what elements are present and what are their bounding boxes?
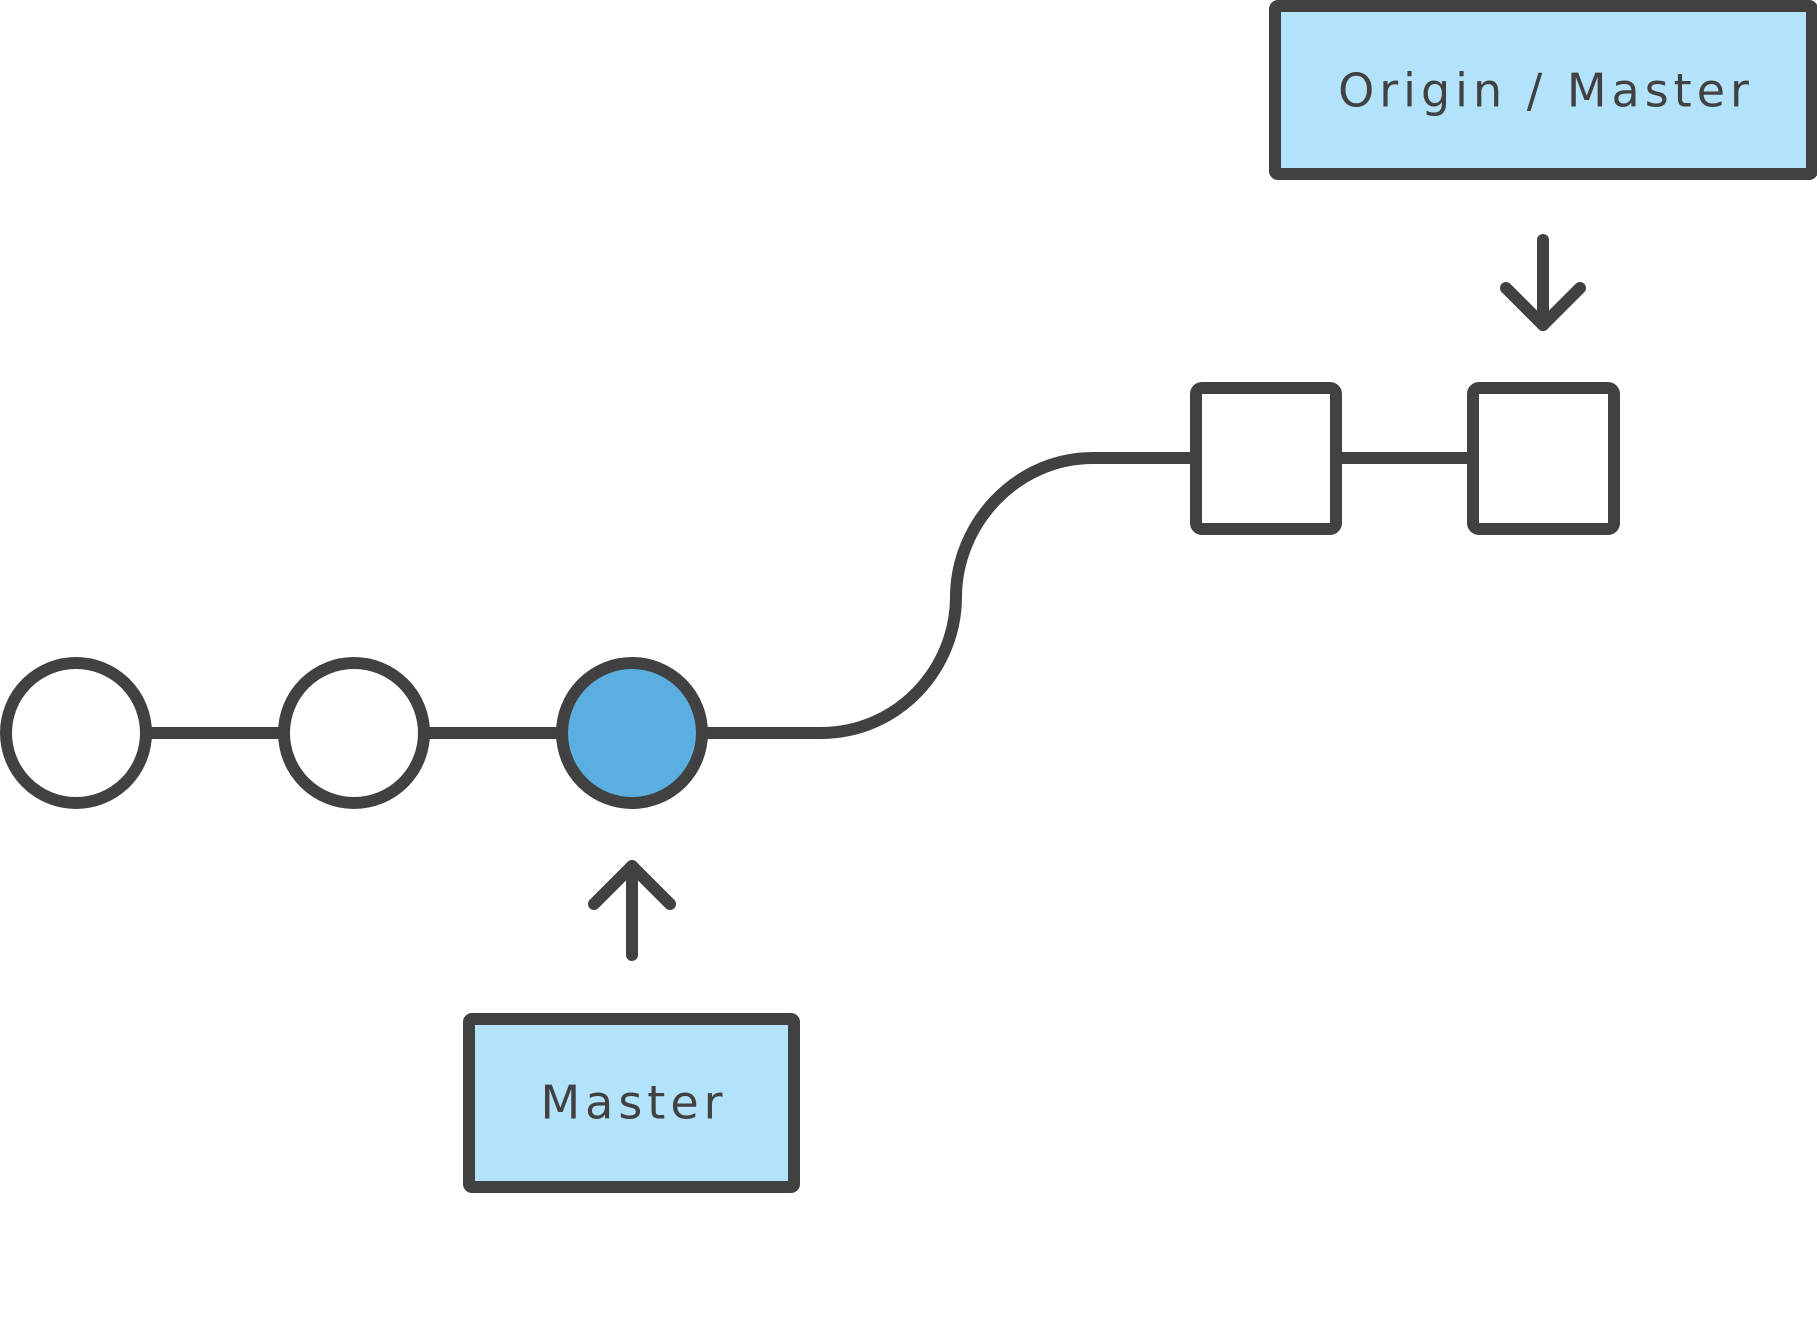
commit-node bbox=[0, 657, 152, 809]
arrow-up-icon bbox=[588, 860, 676, 961]
commit-node bbox=[278, 657, 430, 809]
remote-commit-node bbox=[1190, 382, 1342, 535]
branch-curve bbox=[697, 452, 1202, 739]
local-branch-label: Master bbox=[463, 1013, 800, 1193]
local-branch-box bbox=[463, 1013, 800, 1193]
remote-branch-label: Origin / Master bbox=[1269, 0, 1817, 180]
remote-branch-box bbox=[1269, 0, 1817, 180]
remote-commit-node bbox=[1467, 382, 1620, 535]
local-branch-text: Master bbox=[540, 1076, 727, 1130]
current-commit-node bbox=[556, 657, 708, 809]
remote-branch-text: Origin / Master bbox=[1338, 64, 1754, 118]
arrow-down-icon bbox=[1500, 234, 1586, 331]
